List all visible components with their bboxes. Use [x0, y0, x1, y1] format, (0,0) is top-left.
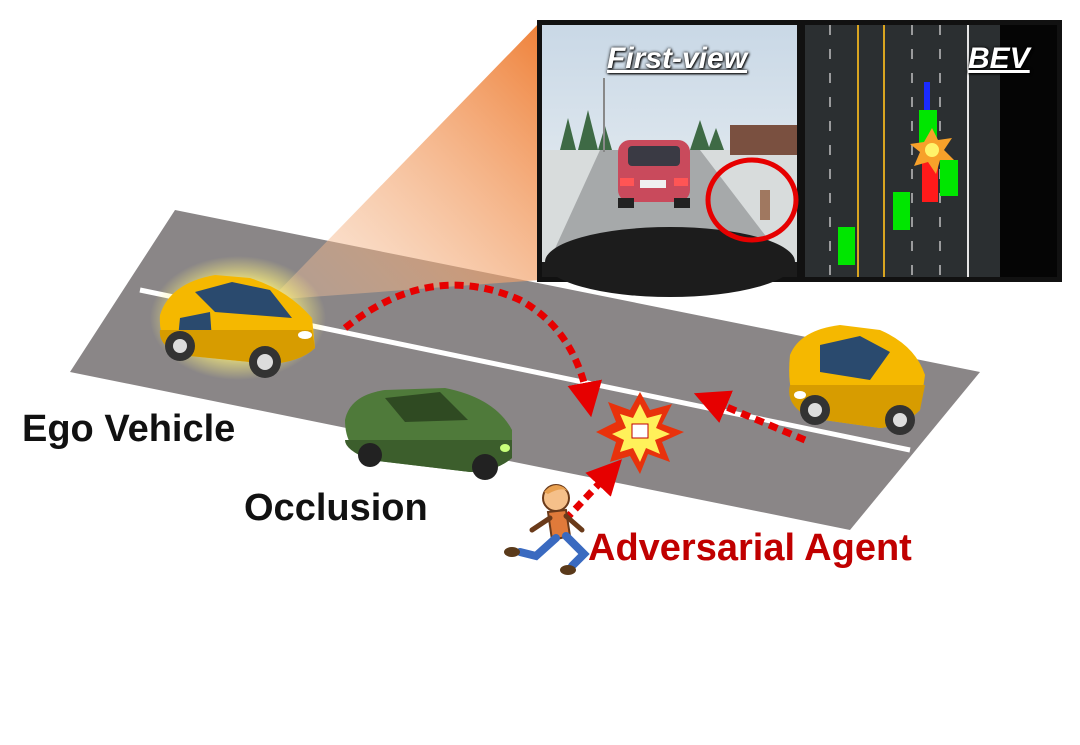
camera-view-cone [270, 22, 540, 300]
oncoming-car-icon [789, 325, 925, 435]
ego-trajectory-arrow [342, 281, 603, 418]
ego-car-icon [159, 275, 315, 378]
ego-vehicle-label: Ego Vehicle [22, 408, 236, 450]
adversarial-agent-label: Adversarial Agent [588, 527, 912, 569]
bev-panel [800, 20, 1062, 282]
running-pedestrian-icon [504, 484, 590, 575]
bev-title: BEV [968, 42, 1030, 75]
first-view-title: First-view [607, 42, 748, 75]
occluding-car-icon [345, 388, 512, 480]
first-view-panel [537, 20, 802, 297]
hidden-pedestrian-highlight [705, 157, 799, 243]
occlusion-label: Occlusion [244, 487, 428, 529]
collision-burst-icon [596, 392, 684, 474]
oncoming-trajectory-arrow [693, 390, 807, 444]
pedestrian-trajectory-arrow [562, 459, 622, 523]
